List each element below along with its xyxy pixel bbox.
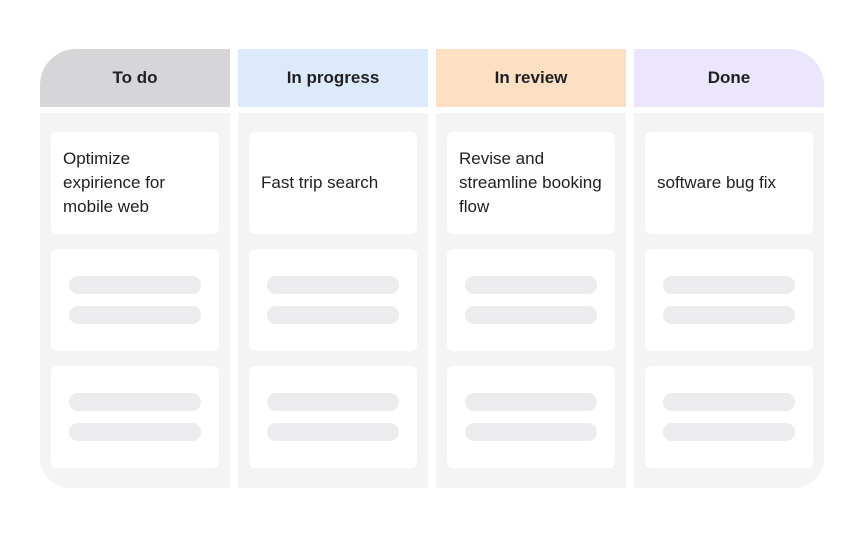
column-header[interactable]: To do <box>40 49 230 107</box>
skeleton-line <box>69 276 201 294</box>
column-in-progress: In progress Fast trip search <box>238 49 428 488</box>
placeholder-card <box>447 249 615 351</box>
column-header[interactable]: In progress <box>238 49 428 107</box>
column-title: In review <box>494 68 568 87</box>
skeleton-line <box>663 423 795 441</box>
placeholder-card <box>51 366 219 468</box>
placeholder-card <box>645 366 813 468</box>
skeleton-line <box>69 306 201 324</box>
skeleton-line <box>663 393 795 411</box>
column-title: To do <box>112 68 158 87</box>
column-title: In progress <box>286 68 380 87</box>
skeleton-line <box>465 276 597 294</box>
skeleton-line <box>69 423 201 441</box>
placeholder-card <box>249 249 417 351</box>
task-card[interactable]: software bug fix <box>645 132 813 234</box>
column-done: Done software bug fix <box>634 49 824 488</box>
column-body: Revise and streamline booking flow <box>436 113 626 488</box>
skeleton-line <box>465 393 597 411</box>
skeleton-line <box>465 306 597 324</box>
column-body: Fast trip search <box>238 113 428 488</box>
card-title: Fast trip search <box>261 173 379 192</box>
column-body: software bug fix <box>634 113 824 488</box>
column-header[interactable]: Done <box>634 49 824 107</box>
skeleton-line <box>267 306 399 324</box>
skeleton-line <box>267 423 399 441</box>
task-card[interactable]: Fast trip search <box>249 132 417 234</box>
kanban-board: To do Optimize expirience for mobile web… <box>40 49 824 488</box>
placeholder-card <box>249 366 417 468</box>
column-header[interactable]: In review <box>436 49 626 107</box>
column-title: Done <box>707 68 751 87</box>
skeleton-line <box>267 393 399 411</box>
placeholder-card <box>447 366 615 468</box>
card-title: software bug fix <box>657 173 777 192</box>
task-card[interactable]: Revise and streamline booking flow <box>447 132 615 234</box>
skeleton-line <box>663 306 795 324</box>
task-card[interactable]: Optimize expirience for mobile web <box>51 132 219 234</box>
column-to-do: To do Optimize expirience for mobile web <box>40 49 230 488</box>
skeleton-line <box>267 276 399 294</box>
column-in-review: In review Revise and streamline booking … <box>436 49 626 488</box>
skeleton-line <box>69 393 201 411</box>
placeholder-card <box>51 249 219 351</box>
placeholder-card <box>645 249 813 351</box>
card-title: Revise and streamline booking flow <box>459 149 602 216</box>
column-body: Optimize expirience for mobile web <box>40 113 230 488</box>
card-title: Optimize expirience for mobile web <box>63 149 166 216</box>
skeleton-line <box>465 423 597 441</box>
skeleton-line <box>663 276 795 294</box>
